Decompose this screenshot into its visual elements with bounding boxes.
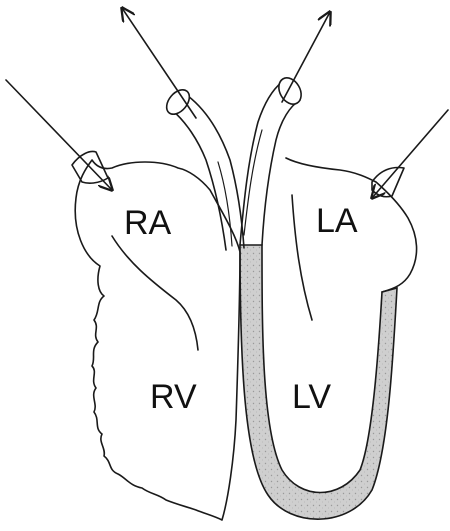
aorta-left-wall bbox=[240, 82, 282, 245]
label-ra: RA bbox=[124, 204, 172, 242]
flow-arrow-into-la bbox=[372, 110, 448, 198]
label-rv: RV bbox=[150, 378, 197, 416]
label-la: LA bbox=[316, 202, 358, 240]
pulmonary-artery-inner-line bbox=[218, 162, 232, 246]
ra-inner-curve bbox=[112, 236, 198, 350]
flow-arrow-out-pulmonary bbox=[122, 8, 196, 118]
flow-arrow-out-aorta bbox=[282, 12, 330, 102]
label-lv: LV bbox=[292, 378, 331, 416]
la-lv-inner-curve bbox=[292, 195, 312, 320]
aorta-opening bbox=[274, 74, 305, 108]
pulmonary-artery-right-wall bbox=[188, 96, 244, 248]
flow-arrow-into-ra bbox=[6, 80, 112, 190]
